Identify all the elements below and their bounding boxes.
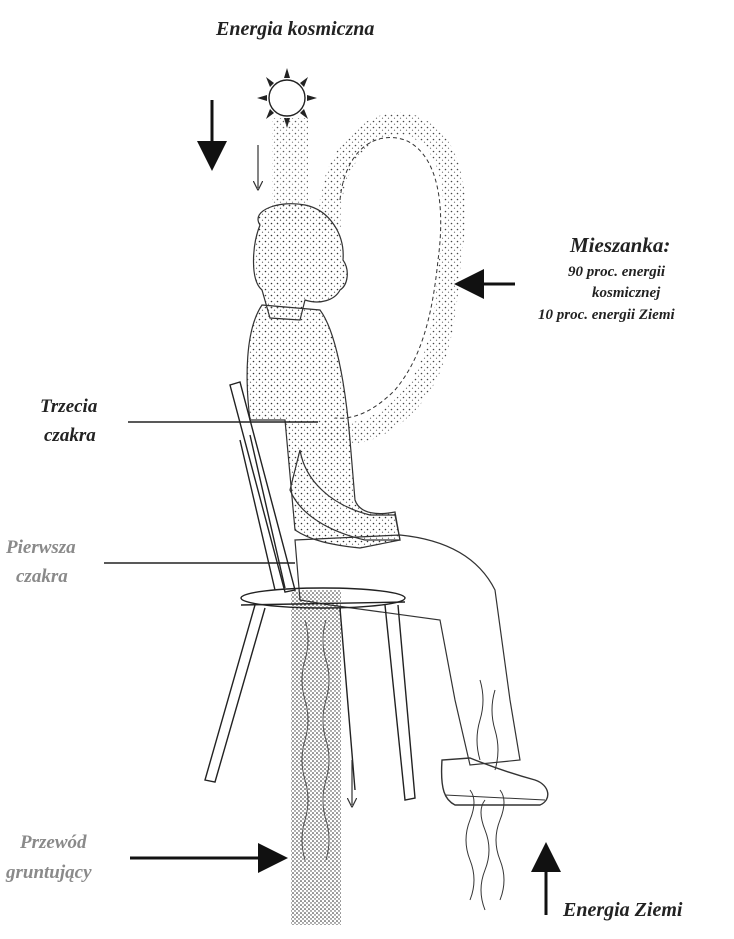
mixture-line-2: kosmicznej xyxy=(592,285,660,302)
grounding-cord-label-1: Przewód xyxy=(20,832,87,854)
mixture-title: Mieszanka: xyxy=(570,233,670,258)
third-chakra-label-2: czakra xyxy=(44,425,96,447)
first-chakra-label-1: Pierwsza xyxy=(6,537,76,559)
earth-energy-label: Energia Ziemi xyxy=(563,899,682,922)
mixture-line-3: 10 proc. energii Ziemi xyxy=(538,307,675,324)
grounding-cord-label-2: gruntujący xyxy=(6,862,92,884)
earth-energy-wisps xyxy=(466,790,504,910)
third-chakra-label-1: Trzecia xyxy=(40,396,97,418)
grounding-cord xyxy=(291,590,341,925)
mixture-line-1: 90 proc. energii xyxy=(568,264,665,281)
cosmic-energy-label: Energia kosmiczna xyxy=(216,18,374,41)
first-chakra-label-2: czakra xyxy=(16,566,68,588)
